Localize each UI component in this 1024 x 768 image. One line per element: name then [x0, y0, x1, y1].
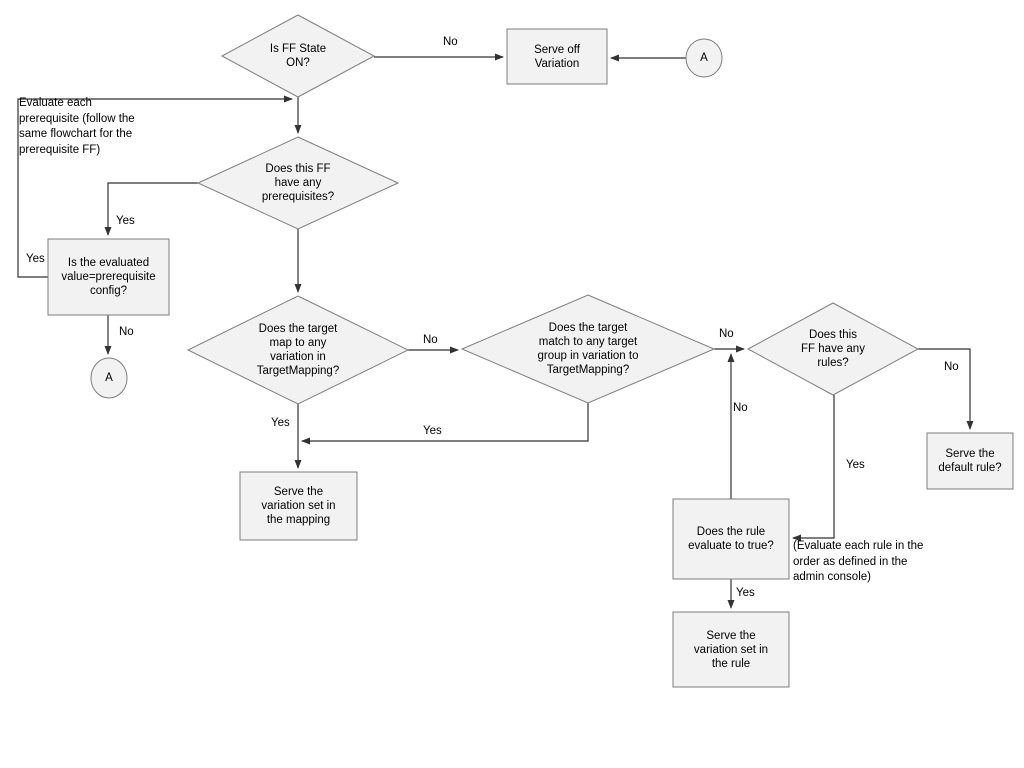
label-is-ff-state-on: Is FF State ON?: [269, 43, 327, 69]
edge-label-rules-no: No: [944, 361, 959, 373]
process-serve-variation-rule: [672, 611, 790, 688]
edge-rules-no-to-default: [918, 348, 974, 430]
edge-label-target-match-yes: Yes: [423, 425, 442, 437]
edge-rules-yes-to-rule-eval: [792, 395, 835, 542]
label-serve-variation-mapping: Serve the variation set in the mapping: [261, 486, 336, 526]
edge-label-target-map-yes: Yes: [271, 417, 290, 429]
edge-label-ff-state-no: No: [443, 36, 458, 48]
decision-is-ff-state-on: [220, 14, 376, 98]
connector-a-left-circle: [90, 357, 128, 399]
decision-has-prerequisites: [196, 136, 400, 230]
process-serve-variation-mapping: [239, 471, 358, 541]
edge-prerequisites-yes: [104, 182, 198, 236]
label-has-rules: Does this FF have any rules?: [801, 329, 865, 369]
label-connector-a-top: A: [700, 52, 708, 64]
connector-a-top-circle: [685, 38, 723, 78]
edge-label-rules-yes: Yes: [846, 459, 865, 471]
process-evaluated-value-matches: [47, 238, 170, 316]
label-target-maps-variation: Does the target map to any variation in …: [256, 323, 340, 377]
label-has-prerequisites: Does this FF have any prerequisites?: [261, 163, 335, 203]
label-connector-a-left: A: [105, 372, 113, 384]
process-rule-evaluates-true: [672, 498, 790, 580]
edge-label-rule-eval-yes: Yes: [736, 587, 755, 599]
label-evaluated-value-matches: Is the evaluated value=prerequisite conf…: [61, 257, 156, 297]
label-serve-default-rule: Serve the default rule?: [938, 448, 1002, 474]
decision-target-matches-group: [460, 294, 716, 404]
edge-label-rule-eval-no: No: [733, 402, 748, 414]
label-serve-off-variation: Serve off Variation: [534, 43, 580, 70]
annotation-rule-order-note: (Evaluate each rule in the order as defi…: [793, 540, 924, 583]
decision-target-maps-variation: [186, 295, 410, 405]
edge-label-target-match-no: No: [719, 328, 734, 340]
edge-label-eval-no: No: [119, 326, 134, 338]
edge-target-match-yes-long: [301, 403, 589, 445]
edge-eval-yes-loop: [17, 95, 293, 278]
label-serve-variation-rule: Serve the variation set in the rule: [693, 629, 769, 670]
label-rule-evaluates-true: Does the rule evaluate to true?: [688, 526, 774, 552]
edge-label-eval-loop-yes: Yes: [26, 253, 45, 265]
decision-has-rules: [746, 302, 920, 396]
process-serve-default-rule: [926, 432, 1014, 490]
process-serve-off-variation: [506, 28, 608, 85]
label-target-matches-group: Does the target match to any target grou…: [537, 322, 639, 376]
edge-label-target-map-no: No: [423, 334, 438, 346]
edge-label-prerequisites-yes: Yes: [116, 215, 135, 227]
annotation-prerequisite-note: Evaluate each prerequisite (follow the s…: [19, 97, 135, 156]
